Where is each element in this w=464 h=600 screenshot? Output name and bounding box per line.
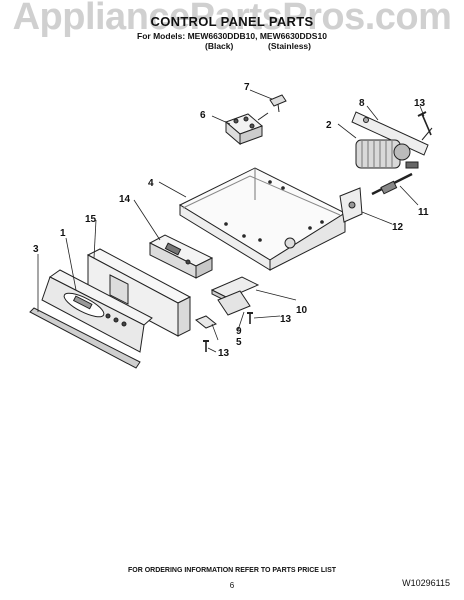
- part-1-control-panel: [41, 269, 153, 353]
- part-13-screw-bottom: [203, 340, 209, 352]
- leader-lines: [37, 89, 425, 353]
- callout-4: 4: [148, 178, 154, 189]
- part-14-control-board: [148, 234, 214, 279]
- callout-9: 9: [236, 326, 242, 337]
- callout-5: 5: [236, 337, 242, 348]
- part-5-clip: [195, 315, 217, 329]
- callout-11: 11: [418, 207, 429, 218]
- callout-6: 6: [200, 110, 206, 121]
- callout-15: 15: [85, 214, 97, 225]
- callout-12: 12: [392, 222, 404, 233]
- ordering-note: FOR ORDERING INFORMATION REFER TO PARTS …: [127, 567, 337, 574]
- part-13-screw-top: [417, 111, 432, 136]
- page-number: 6: [229, 581, 235, 590]
- callout-8: 8: [359, 98, 365, 109]
- callout-10: 10: [296, 305, 308, 316]
- part-6-terminal-block: [225, 112, 269, 146]
- part-11-sensor: [371, 172, 413, 196]
- part-9-plate: [217, 290, 251, 316]
- variant-black: (Black): [205, 41, 234, 51]
- callout-13-top: 13: [414, 98, 426, 109]
- models-line: For Models: MEW6630DDB10, MEW6630DDS10: [137, 31, 327, 41]
- page-title: CONTROL PANEL PARTS: [150, 14, 314, 29]
- callout-3: 3: [33, 244, 39, 255]
- callout-13-bottom: 13: [218, 348, 230, 359]
- callout-13-right: 13: [280, 314, 292, 325]
- callout-7: 7: [244, 82, 250, 93]
- watermark: AppliancePartsPros.com: [12, 0, 452, 38]
- callout-14: 14: [119, 194, 131, 205]
- part-4-enclosure: [178, 167, 347, 271]
- callout-1: 1: [60, 228, 66, 239]
- part-2-fan: [355, 139, 419, 169]
- document-number: W10296115: [402, 578, 450, 588]
- part-12-plate: [339, 187, 363, 223]
- variant-stainless: (Stainless): [268, 41, 311, 51]
- part-3-trim: [29, 307, 141, 369]
- part-7-bracket: [269, 94, 287, 113]
- part-13-screw-right: [247, 312, 253, 324]
- part-15-overlay: [86, 248, 192, 337]
- callout-2: 2: [326, 120, 332, 131]
